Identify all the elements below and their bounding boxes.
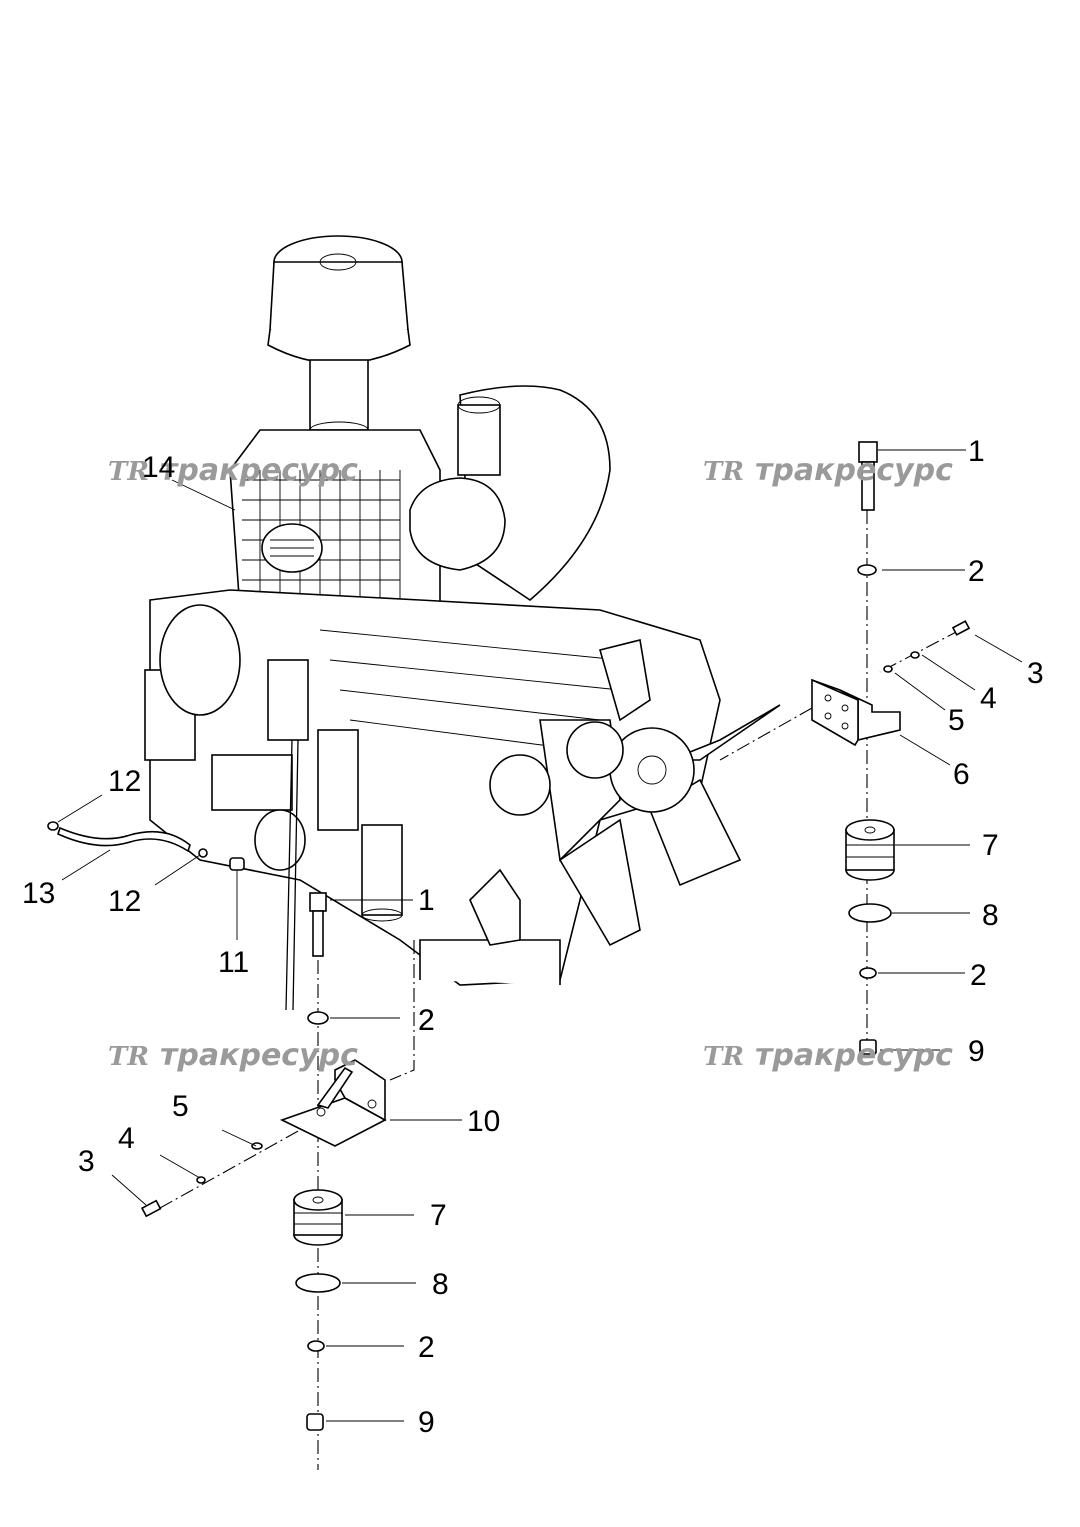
hose-assembly [47, 821, 245, 871]
svg-text:TR: TR [108, 1042, 149, 1072]
washer-right-bottom [859, 967, 877, 979]
callout: 8 [982, 899, 999, 932]
engine-assembly [144, 235, 781, 1011]
svg-text:тракресурс: тракресурс [755, 453, 953, 488]
bolt-left [309, 892, 327, 957]
callout: 2 [418, 1331, 435, 1364]
air-filter [267, 235, 411, 439]
svg-text:TR: TR [108, 457, 149, 487]
dipstick [285, 739, 299, 1011]
callout: 7 [430, 1199, 447, 1232]
callout: 12 [108, 765, 141, 798]
callout: 14 [142, 451, 175, 484]
svg-text:тракресурс: тракресурс [160, 453, 358, 488]
rubber-pad-right [845, 819, 895, 881]
watermark-top-right: TR тракресурс [703, 453, 953, 488]
fan [489, 639, 781, 947]
callout: 1 [968, 435, 985, 468]
callout: 9 [968, 1035, 985, 1068]
leader-lines [57, 449, 1023, 1422]
rear-housing [469, 868, 521, 946]
callout: 9 [418, 1406, 435, 1439]
callout: 6 [953, 758, 970, 791]
callout: 10 [467, 1105, 500, 1138]
large-washer-left [295, 1273, 341, 1293]
bracket-right [719, 678, 901, 761]
rubber-pad-left [293, 1189, 343, 1246]
callout: 12 [108, 885, 141, 918]
grille-housing [229, 429, 441, 626]
bolt-right [858, 441, 878, 511]
washer-left-top [307, 1011, 329, 1025]
callout: 7 [982, 829, 999, 862]
callout: 2 [418, 1004, 435, 1037]
side-bolt-left [140, 1129, 301, 1218]
callout: 11 [218, 946, 249, 979]
nut-left [306, 1413, 324, 1431]
svg-text:TR: TR [703, 457, 744, 487]
watermark-bottom-right: TR тракресурс [703, 1038, 953, 1073]
svg-text:тракресурс: тракресурс [160, 1038, 358, 1073]
callout: 4 [118, 1122, 135, 1155]
side-bolt-right [879, 620, 971, 673]
callouts: 1 2 2 2 3 4 5 6 7 8 9 12 13 12 11 1 2 10… [22, 435, 1044, 1439]
svg-text:тракресурс: тракресурс [755, 1038, 953, 1073]
callout: 2 [970, 959, 987, 992]
callout: 8 [432, 1268, 449, 1301]
svg-text:TR: TR [703, 1042, 744, 1072]
left-mount-stack [140, 892, 415, 1470]
callout: 2 [968, 555, 985, 588]
right-mount-stack [719, 441, 971, 1055]
callout: 3 [78, 1145, 95, 1178]
exhaust-cylinder [409, 385, 611, 602]
callout: 1 [418, 884, 435, 917]
callout: 5 [172, 1090, 189, 1123]
large-washer-right [848, 903, 892, 923]
callout: 3 [1027, 657, 1044, 690]
callout: 4 [980, 682, 997, 715]
callout: 13 [22, 877, 55, 910]
bracket-left [279, 1059, 387, 1147]
washer-right-top [857, 564, 877, 576]
washer-left-bottom [307, 1340, 325, 1352]
fuel-filters [211, 659, 403, 922]
callout: 5 [948, 704, 965, 737]
callout: 2 [418, 1004, 435, 1037]
nut-right [859, 1039, 877, 1055]
watermark-top-left: TR тракресурс [108, 453, 358, 488]
watermark-bottom-left: TR тракресурс [108, 1038, 358, 1073]
